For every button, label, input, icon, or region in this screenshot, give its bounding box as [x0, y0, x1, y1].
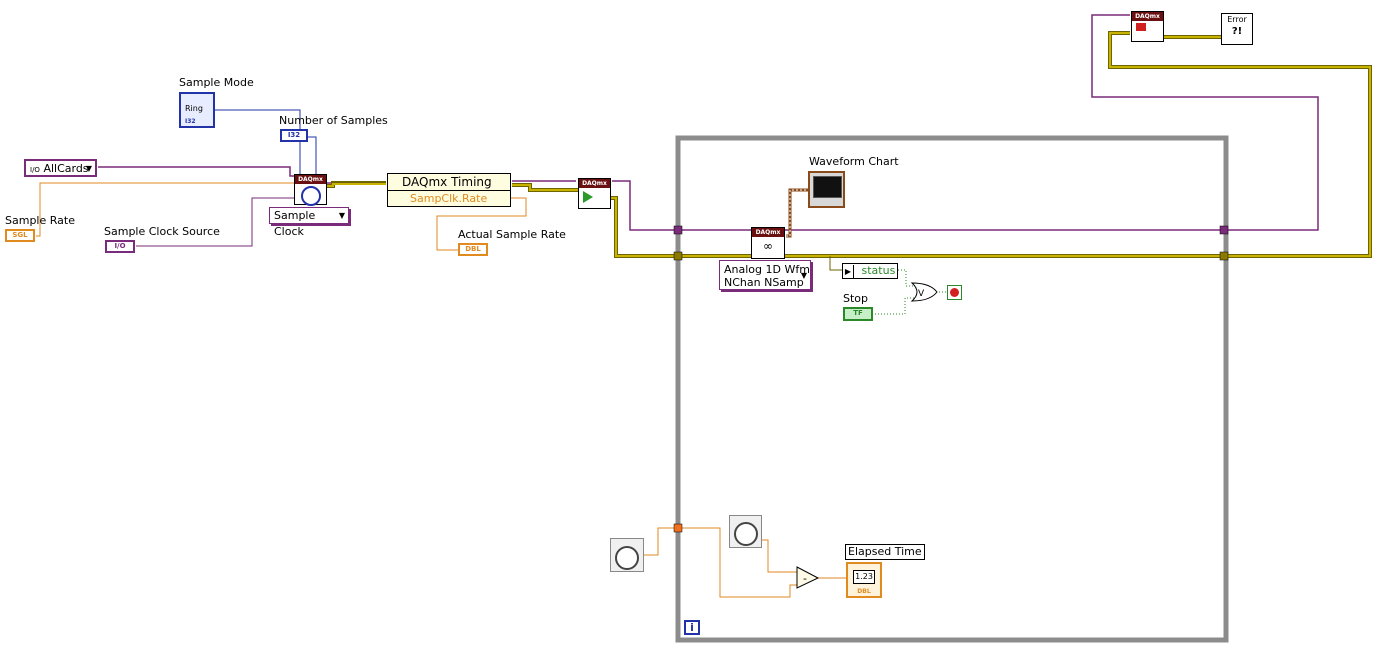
sample-mode-label: Sample Mode — [179, 76, 254, 89]
while-loop-frame[interactable] — [675, 135, 1229, 643]
numeric-display: 1.23 — [853, 570, 875, 584]
status-unbundle[interactable]: ▶ status — [842, 263, 898, 279]
glasses-icon: ∞ — [763, 239, 773, 253]
task-wire-4[interactable] — [612, 14, 1319, 231]
clear-icon — [1136, 23, 1146, 31]
sample-rate-wire[interactable] — [36, 182, 294, 237]
sample-rate-terminal[interactable]: SGL — [5, 229, 35, 242]
stop-label: Stop — [843, 292, 869, 305]
sample-rate-label: Sample Rate — [5, 214, 75, 227]
or-node[interactable] — [910, 282, 938, 302]
daqmx-timing-property-node[interactable]: DAQmx Timing SampClk.Rate — [387, 173, 511, 207]
loop-condition[interactable] — [947, 285, 962, 300]
dbl-badge: DBL — [857, 588, 871, 595]
timing-title: DAQmx Timing — [388, 174, 510, 191]
timing-property: SampClk.Rate — [410, 192, 488, 205]
tick-count-inside[interactable] — [729, 515, 762, 548]
waveform-chart-label: Waveform Chart — [809, 155, 899, 168]
number-of-samples-terminal[interactable]: I32 — [280, 129, 308, 142]
svg-text:-: - — [803, 572, 807, 585]
sample-clock-source-label: Sample Clock Source — [104, 225, 220, 238]
clock-source-wire[interactable] — [136, 197, 294, 247]
error-wire-in[interactable] — [327, 183, 386, 187]
daqmx-read-vi[interactable]: DAQmx ∞ — [751, 227, 785, 259]
loop-iteration-terminal: i — [684, 620, 700, 635]
physical-channel-constant[interactable]: I/O AllCards ▼ — [24, 159, 97, 177]
subtract-node[interactable] — [796, 566, 820, 589]
sample-mode-control[interactable]: Ring I32 — [179, 92, 215, 128]
daqmx-start-vi[interactable]: DAQmx — [578, 178, 611, 209]
play-icon — [583, 191, 593, 203]
actual-rate-wire[interactable] — [436, 197, 527, 251]
clock-icon — [300, 186, 321, 206]
stop-terminal[interactable]: TF — [843, 307, 873, 321]
svg-text:V: V — [918, 289, 925, 299]
stopwatch-icon — [733, 522, 758, 546]
elapsed-time-indicator[interactable]: 1.23 DBL — [846, 562, 882, 598]
error-title: Error — [1227, 15, 1247, 24]
dropdown-arrow-icon: ▼ — [338, 211, 345, 220]
sample-clock-source-terminal[interactable]: I/O — [105, 240, 135, 253]
dropdown-arrow-icon[interactable]: ▼ — [85, 164, 92, 173]
actual-sample-rate-label: Actual Sample Rate — [458, 228, 566, 241]
io-prefix: I/O — [30, 166, 40, 174]
daqmx-timing-vi[interactable]: DAQmx — [294, 174, 327, 206]
read-mode-ring[interactable]: Analog 1D Wfm NChan NSamp ▼ — [719, 260, 811, 290]
elapsed-time-label: Elapsed Time — [845, 544, 925, 560]
number-of-samples-label: Number of Samples — [279, 114, 388, 127]
actual-sample-rate-terminal[interactable]: DBL — [458, 243, 488, 256]
channel-value: AllCards — [43, 162, 89, 175]
dropdown-arrow-icon: ▼ — [800, 271, 807, 280]
tick-wire[interactable] — [644, 527, 798, 598]
waveform-chart-terminal[interactable] — [808, 171, 845, 208]
daqmx-clear-vi[interactable]: DAQmx — [1131, 11, 1164, 42]
stopwatch-icon — [615, 546, 639, 570]
chart-icon — [813, 176, 842, 198]
stop-sign-icon — [950, 288, 959, 297]
task-wire[interactable] — [98, 166, 295, 177]
waveform-wire[interactable] — [786, 188, 808, 238]
number-of-samples-wire[interactable] — [307, 136, 317, 174]
tick-count-outside[interactable] — [610, 538, 644, 572]
stop-wire[interactable] — [872, 297, 914, 315]
status-wire[interactable] — [898, 269, 914, 287]
error-mark: ?! — [1231, 26, 1243, 37]
sample-mode-wire[interactable] — [214, 109, 301, 174]
ring-icon: Ring — [185, 104, 203, 113]
simple-error-handler[interactable]: Error ?! — [1221, 13, 1253, 45]
i32-badge: I32 — [185, 118, 196, 125]
sample-clock-ring[interactable]: Sample Clock ▼ — [269, 207, 349, 238]
